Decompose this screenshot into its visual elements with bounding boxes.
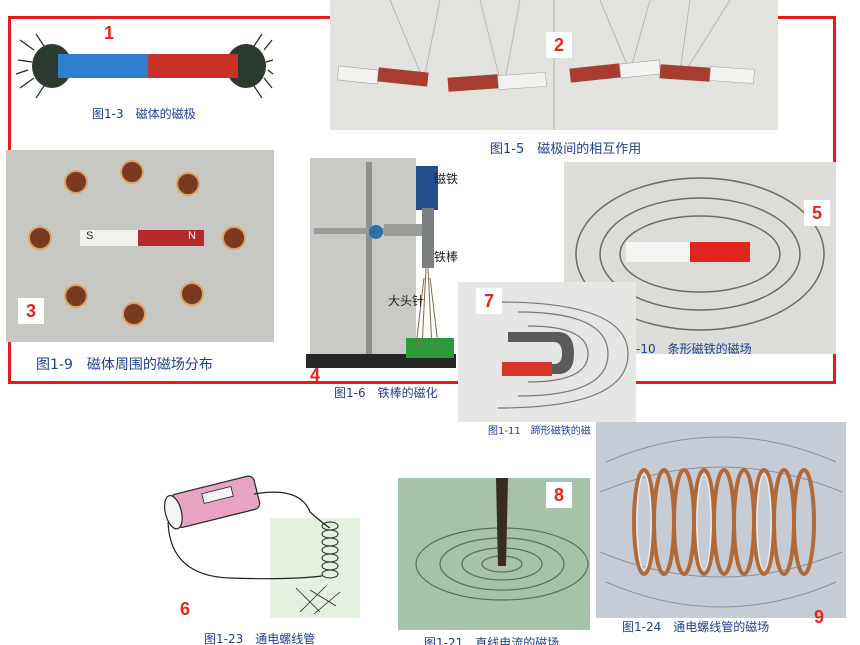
- caption-fig-1-10: -10 条形磁铁的磁场: [636, 342, 752, 356]
- number-3: 3: [18, 298, 44, 324]
- figure-pole-interaction: [330, 0, 778, 130]
- magnet-poles-illustration: [15, 33, 274, 99]
- label-pins: 大头针: [388, 294, 425, 308]
- figure-solenoid-field: [596, 422, 846, 618]
- number-4: 4: [310, 365, 321, 385]
- caption-fig-1-6: 图1-6 铁棒的磁化: [334, 386, 438, 400]
- pole-n-label: N: [188, 230, 196, 242]
- pole-s-label: S: [86, 230, 94, 242]
- figure-compass-field: S N: [6, 150, 274, 342]
- figure-solenoid-drawing: [150, 466, 360, 628]
- figure-magnet-poles: [14, 22, 274, 132]
- straight-wire-field-illustration: [415, 478, 589, 601]
- caption-fig-1-3: 图1-3 磁体的磁极: [92, 107, 196, 121]
- number-9: 9: [814, 607, 825, 627]
- caption-fig-1-21: 图1-21 直线电流的磁场: [424, 636, 560, 645]
- number-5: 5: [804, 200, 830, 226]
- label-iron-rod: 铁棒: [434, 250, 458, 264]
- caption-fig-1-11-visible: 图1-11 蹄形磁铁的磁: [488, 426, 591, 437]
- bar-magnet-field-illustration: [575, 177, 825, 331]
- pole-interaction-illustration: [337, 0, 755, 130]
- solenoid-drawing-illustration: [163, 475, 360, 618]
- solenoid-field-illustration: [599, 436, 843, 608]
- figure-iron-rod-magnetization: 磁铁 铁棒 大头针: [306, 158, 458, 372]
- number-2: 2: [546, 32, 572, 58]
- number-6: 6: [180, 599, 191, 619]
- caption-fig-1-24: 图1-24 通电螺线管的磁场: [622, 620, 770, 634]
- caption-fig-1-9: 图1-9 磁体周围的磁场分布: [36, 357, 213, 373]
- caption-fig-1-5: 图1-5 磁极间的相互作用: [490, 142, 642, 157]
- caption-fig-1-23: 图1-23 通电螺线管: [204, 632, 316, 645]
- number-8: 8: [546, 482, 572, 508]
- number-7: 7: [476, 288, 502, 314]
- iron-rod-illustration: [306, 158, 456, 368]
- horseshoe-field-illustration: [497, 301, 629, 409]
- label-magnet: 磁铁: [434, 172, 458, 186]
- compass-field-illustration: [28, 160, 246, 326]
- number-1: 1: [104, 23, 115, 43]
